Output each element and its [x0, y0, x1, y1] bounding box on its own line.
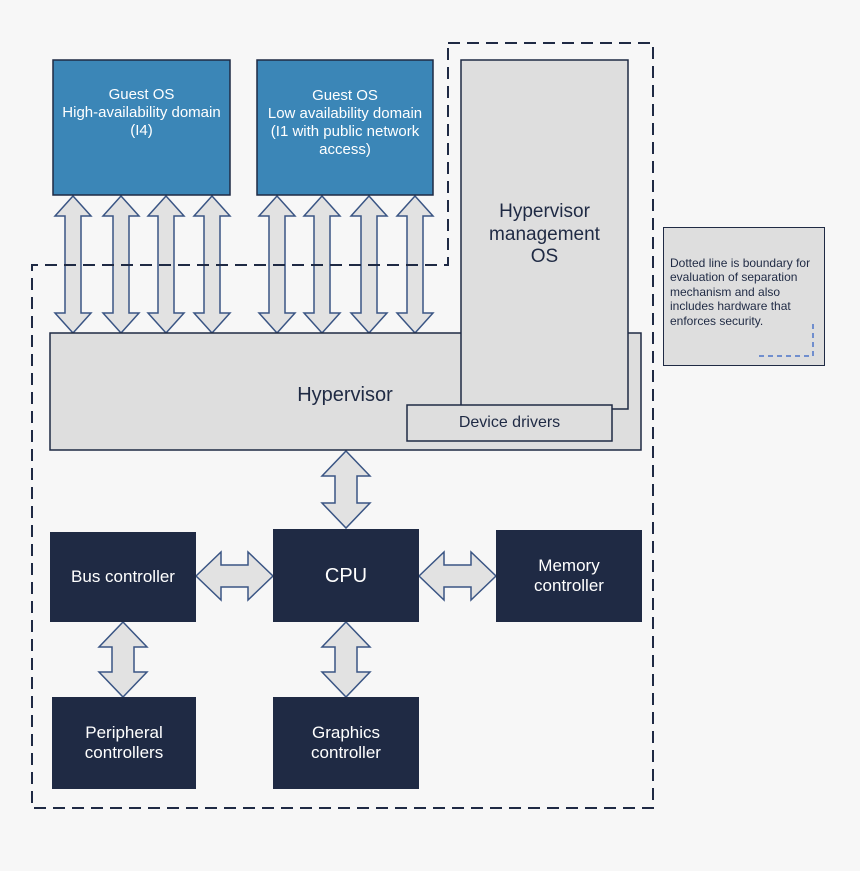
peripheral-controllers-label: Peripheral controllers [52, 697, 196, 789]
bus-controller-box [50, 532, 196, 622]
peripheral-controllers-box [52, 697, 196, 789]
guest-os-high-level: (I4) [130, 121, 153, 139]
memory-controller-box [496, 530, 642, 622]
graphics-controller-line1: Graphics [311, 722, 381, 742]
bus-cpu-arrow [194, 550, 275, 602]
guest-os-high-box [52, 59, 231, 196]
bus-peripheral-arrow [97, 620, 149, 699]
cpu-title: CPU [324, 564, 368, 587]
hypervisor-mgmt-line3: OS [530, 246, 559, 268]
guest-os-high-title: Guest OS [108, 85, 175, 103]
memory-controller-line2: controller [534, 576, 604, 595]
hypervisor-mgmt-line1: Hypervisor [499, 200, 590, 222]
cpu-graphics-arrow [320, 620, 372, 699]
cpu-label: CPU [273, 529, 419, 622]
boundary-note: Dotted line is boundary for evaluation o… [663, 227, 825, 366]
guest-os-low-access: access) [319, 140, 371, 158]
graphics-controller-line2: controller [311, 743, 381, 762]
guest-os-high-label: Guest OS High-availability domain (I4) [53, 60, 230, 195]
cpu-box [273, 529, 419, 622]
device-drivers-title: Device drivers [458, 414, 561, 432]
bus-controller-label: Bus controller [50, 532, 196, 622]
guest-os-low-label: Guest OS Low availability domain (I1 wit… [257, 60, 433, 195]
graphics-controller-box [273, 697, 419, 789]
device-drivers-label: Device drivers [407, 405, 612, 441]
hypervisor-mgmt-box [460, 59, 629, 410]
hypervisor-mgmt-label: Hypervisor management OS [461, 190, 628, 280]
device-drivers-box [406, 404, 613, 442]
boundary-note-text: Dotted line is boundary for evaluation o… [670, 256, 811, 328]
memory-controller-label: Memory controller [496, 530, 642, 622]
hypervisor-mgmt-line2: management [489, 223, 600, 245]
dashed-boundary-sample [755, 324, 814, 357]
bus-controller-title: Bus controller [71, 566, 175, 586]
guest-os-low-level: (I1 with public network [270, 122, 420, 140]
peripheral-controllers-line1: Peripheral [85, 722, 163, 742]
guest-os-high-domain: High-availability domain [62, 103, 221, 121]
hypervisor-label: Hypervisor [230, 375, 460, 415]
graphics-controller-label: Graphics controller [273, 697, 419, 789]
peripheral-controllers-line2: controllers [84, 743, 164, 762]
guest-os-low-title: Guest OS [312, 86, 378, 104]
hypervisor-cpu-arrow [320, 449, 372, 530]
guest-os-low-box [256, 59, 434, 196]
cpu-memory-arrow [417, 550, 498, 602]
evaluation-boundary [31, 42, 654, 809]
guest-os-low-domain: Low availability domain [267, 104, 423, 122]
memory-controller-line1: Memory [538, 555, 600, 575]
hypervisor-title: Hypervisor [297, 384, 393, 406]
